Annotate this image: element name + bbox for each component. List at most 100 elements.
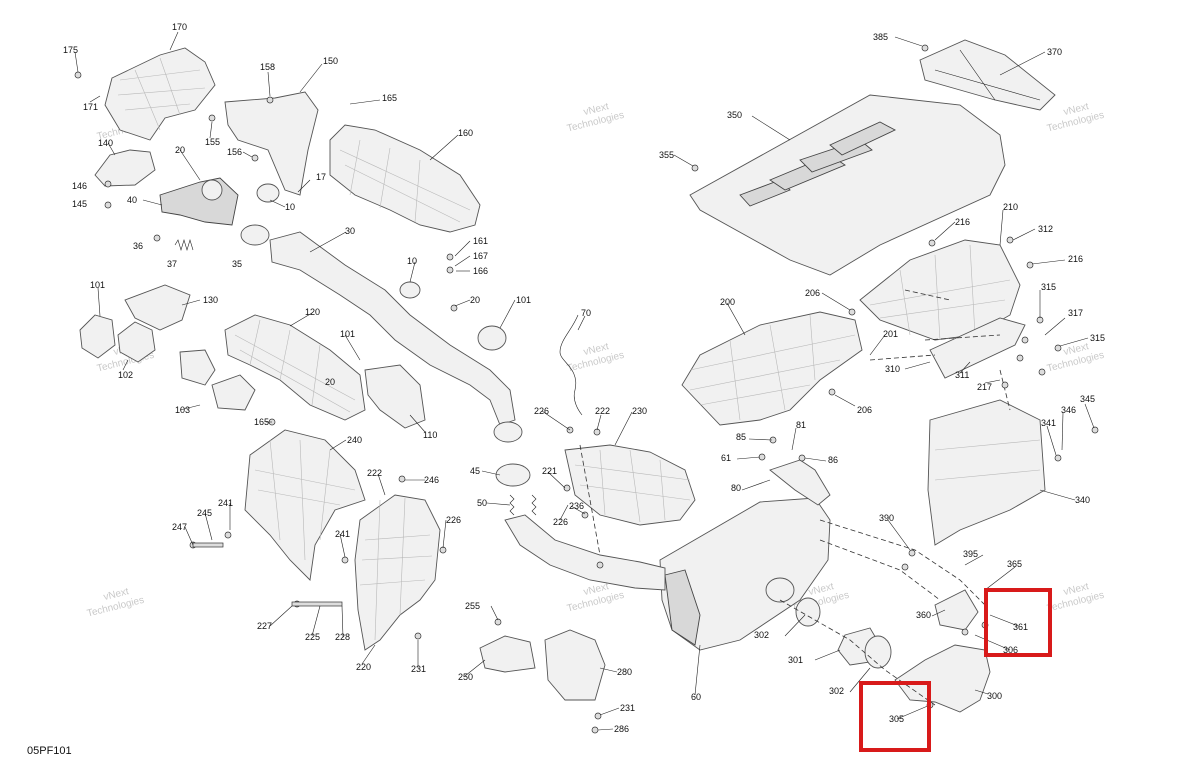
part-number-label: 45 — [470, 466, 480, 476]
part-number-label: 20 — [325, 377, 335, 387]
heat-shield-170 — [104, 47, 216, 141]
part-number-label: 302 — [754, 630, 769, 640]
part-number-label: 370 — [1047, 47, 1062, 57]
part-number-label: 101 — [90, 280, 105, 290]
part-number-label: 30 — [345, 226, 355, 236]
nut — [266, 96, 274, 104]
heat-shield-160 — [329, 124, 481, 233]
part-number-label: 312 — [1038, 224, 1053, 234]
part-number-label: 226 — [446, 515, 461, 525]
nut — [104, 180, 112, 188]
part-labels: 175 171 170 158 150 165 155 156 160 20 1… — [63, 22, 1105, 734]
part-number-label: 345 — [1080, 394, 1095, 404]
part-number-label: 220 — [356, 662, 371, 672]
part-number-label: 315 — [1090, 333, 1105, 343]
part-number-label: 210 — [1003, 202, 1018, 212]
part-number-label: 236 — [569, 501, 584, 511]
heat-shield-340 — [927, 399, 1046, 546]
gasket-302 — [864, 635, 892, 669]
tailpipe-300 — [894, 644, 991, 713]
part-number-label: 241 — [218, 498, 233, 508]
part-number-label: 150 — [323, 56, 338, 66]
part-number-label: 350 — [727, 110, 742, 120]
part-number-label: 81 — [796, 420, 806, 430]
skid-plate-350 — [689, 94, 1006, 276]
nut — [74, 71, 82, 79]
highlight-box-361-306 — [984, 588, 1052, 657]
bracket-310 — [929, 317, 1026, 379]
nut — [341, 556, 349, 564]
part-number-label: 222 — [595, 406, 610, 416]
part-number-label: 315 — [1041, 282, 1056, 292]
part-number-label: 216 — [1068, 254, 1083, 264]
part-number-label: 206 — [857, 405, 872, 415]
part-number-label: 161 — [473, 236, 488, 246]
part-number-label: 40 — [127, 195, 137, 205]
nut — [591, 726, 599, 734]
heat-shield-220 — [354, 494, 441, 651]
nut — [1026, 261, 1034, 269]
part-number-label: 355 — [659, 150, 674, 160]
part-number-label: 225 — [305, 632, 320, 642]
leader-lines — [74, 31, 1095, 731]
part-number-label: 250 — [458, 672, 473, 682]
part-number-label: 255 — [465, 601, 480, 611]
part-number-label: 216 — [955, 217, 970, 227]
part-number-label: 390 — [879, 513, 894, 523]
bracket-150 — [224, 91, 319, 196]
part-number-label: 301 — [788, 655, 803, 665]
part-number-label: 61 — [721, 453, 731, 463]
part-number-label: 222 — [367, 468, 382, 478]
nut — [1021, 336, 1029, 344]
part-number-label: 145 — [72, 199, 87, 209]
part-number-label: 166 — [473, 266, 488, 276]
nut — [251, 154, 259, 162]
bolt — [192, 542, 224, 548]
shield-280 — [544, 629, 606, 701]
nut — [104, 201, 112, 209]
nut — [908, 549, 916, 557]
nut — [1001, 381, 1009, 389]
ring-102 — [117, 321, 156, 363]
part-number-label: 80 — [731, 483, 741, 493]
gasket-45 — [495, 463, 531, 487]
part-number-label: 247 — [172, 522, 187, 532]
nut — [928, 239, 936, 247]
part-number-label: 341 — [1041, 418, 1056, 428]
inlet-pipe — [504, 514, 666, 591]
nut — [961, 628, 969, 636]
heat-shield-200 — [681, 311, 863, 426]
nut — [446, 266, 454, 274]
nut — [1091, 426, 1099, 434]
shield-110 — [364, 364, 426, 429]
shield-140 — [94, 149, 156, 187]
nut — [1016, 354, 1024, 362]
part-number-label: 226 — [534, 406, 549, 416]
nut — [224, 531, 232, 539]
part-number-label: 86 — [828, 455, 838, 465]
part-number-label: 365 — [1007, 559, 1022, 569]
part-number-label: 50 — [477, 498, 487, 508]
bracket-250 — [479, 635, 536, 673]
bracket-360 — [934, 589, 979, 631]
assembly-lines — [579, 289, 1011, 706]
part-number-label: 60 — [691, 692, 701, 702]
heat-shield-230 — [564, 444, 696, 526]
nut — [450, 304, 458, 312]
nut — [153, 234, 161, 242]
frame-370 — [919, 39, 1056, 111]
part-number-label: 101 — [516, 295, 531, 305]
part-number-label: 102 — [118, 370, 133, 380]
part-number-label: 10 — [285, 202, 295, 212]
nut — [494, 618, 502, 626]
clamp-101 — [477, 325, 507, 351]
part-number-label: 245 — [197, 508, 212, 518]
part-number-label: 158 — [260, 62, 275, 72]
nut — [446, 253, 454, 261]
part-number-label: 231 — [620, 703, 635, 713]
nut — [901, 563, 909, 571]
part-number-label: 146 — [72, 181, 87, 191]
shield-101-left — [79, 314, 116, 359]
part-number-label: 167 — [473, 251, 488, 261]
